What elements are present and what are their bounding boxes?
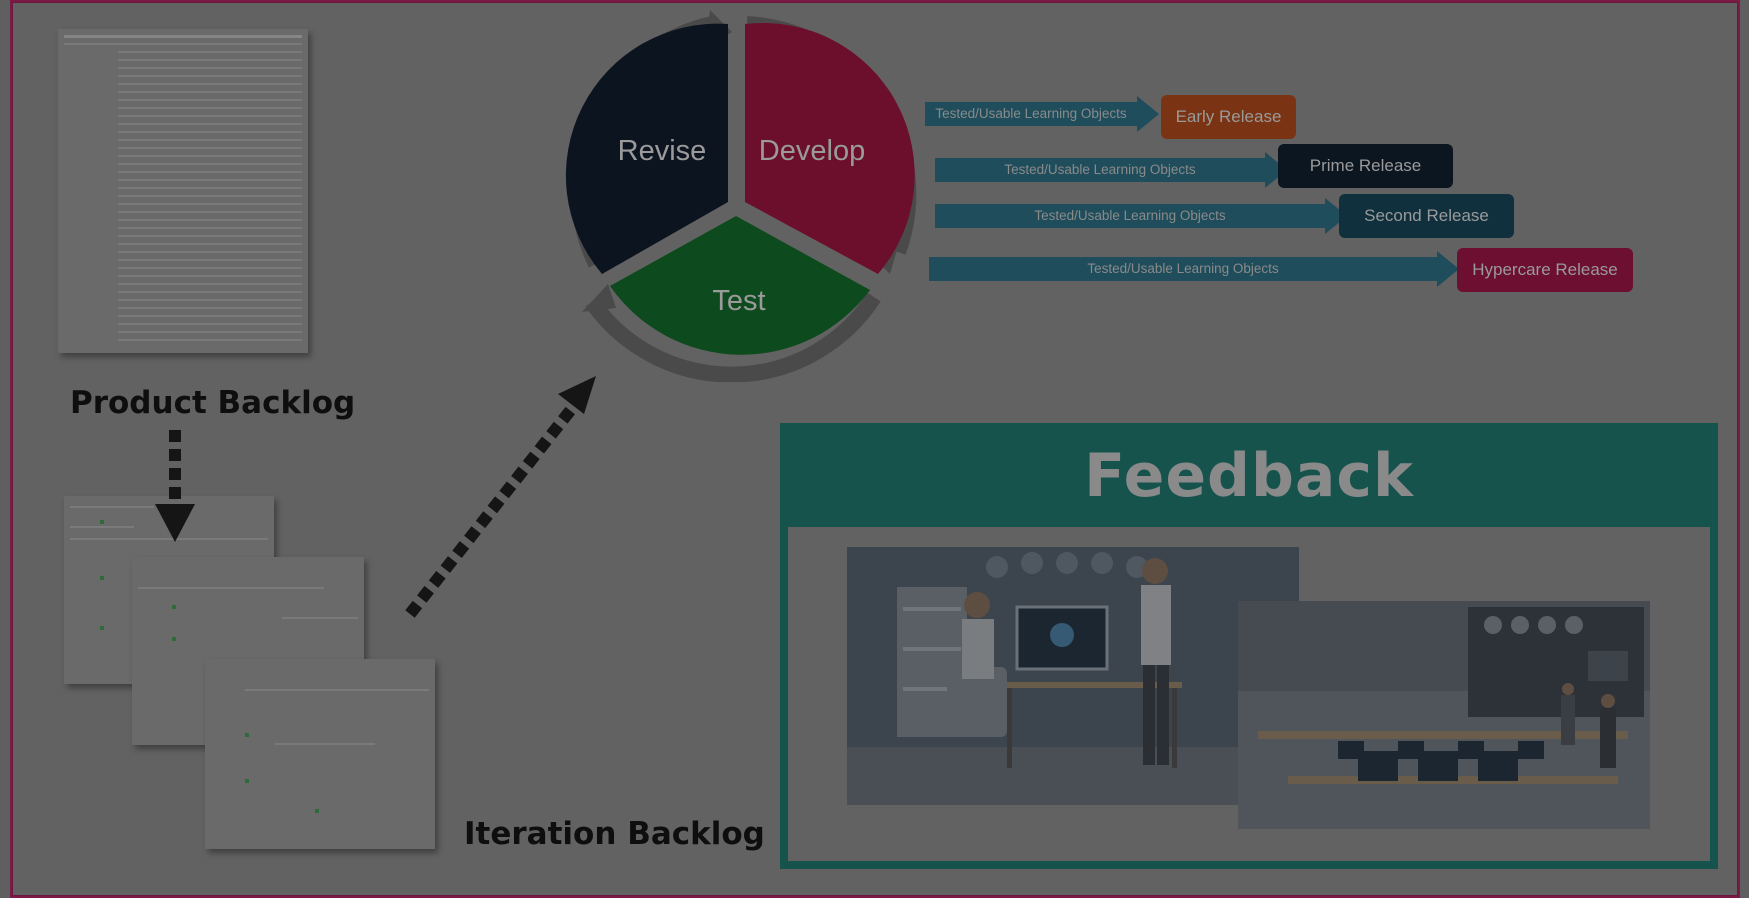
development-cycle: Revise Develop Test: [565, 10, 917, 382]
cycle-segment-develop: [745, 22, 915, 274]
product-backlog-label: Product Backlog: [70, 385, 356, 421]
delivery-arrow-early: Tested/Usable Learning Objects: [925, 96, 1159, 132]
feedback-photo-office: [847, 547, 1299, 805]
cycle-label-revise: Revise: [618, 135, 707, 167]
product-backlog-document: [58, 29, 308, 353]
cycle-segment-test: [610, 216, 870, 355]
slide-frame: Product Backlog Iteration Backlog: [10, 0, 1740, 898]
release-prime: Prime Release: [1278, 144, 1453, 188]
release-hypercare: Hypercare Release: [1457, 248, 1633, 292]
release-second: Second Release: [1339, 194, 1514, 238]
delivery-arrow-second: Tested/Usable Learning Objects: [935, 198, 1347, 234]
cycle-arrowhead: [582, 284, 616, 312]
delivery-arrow-prime: Tested/Usable Learning Objects: [935, 152, 1287, 188]
iteration-backlog-sheet-3: [205, 659, 435, 849]
feedback-title: Feedback: [1084, 441, 1414, 511]
feedback-content: [788, 527, 1710, 861]
feedback-panel: Feedback: [780, 423, 1718, 869]
dotted-arrows: [155, 376, 596, 618]
iteration-to-cycle-arrow: [405, 376, 596, 618]
backlog-down-arrow: [155, 430, 195, 542]
release-early: Early Release: [1161, 95, 1296, 139]
delivery-arrow-hypercare: Tested/Usable Learning Objects: [929, 251, 1459, 287]
cycle-label-develop: Develop: [759, 135, 865, 167]
feedback-photo-workspace: [1238, 601, 1650, 829]
cycle-label-test: Test: [712, 285, 765, 317]
iteration-backlog-label: Iteration Backlog: [464, 816, 765, 852]
cycle-segment-revise: [565, 23, 728, 274]
